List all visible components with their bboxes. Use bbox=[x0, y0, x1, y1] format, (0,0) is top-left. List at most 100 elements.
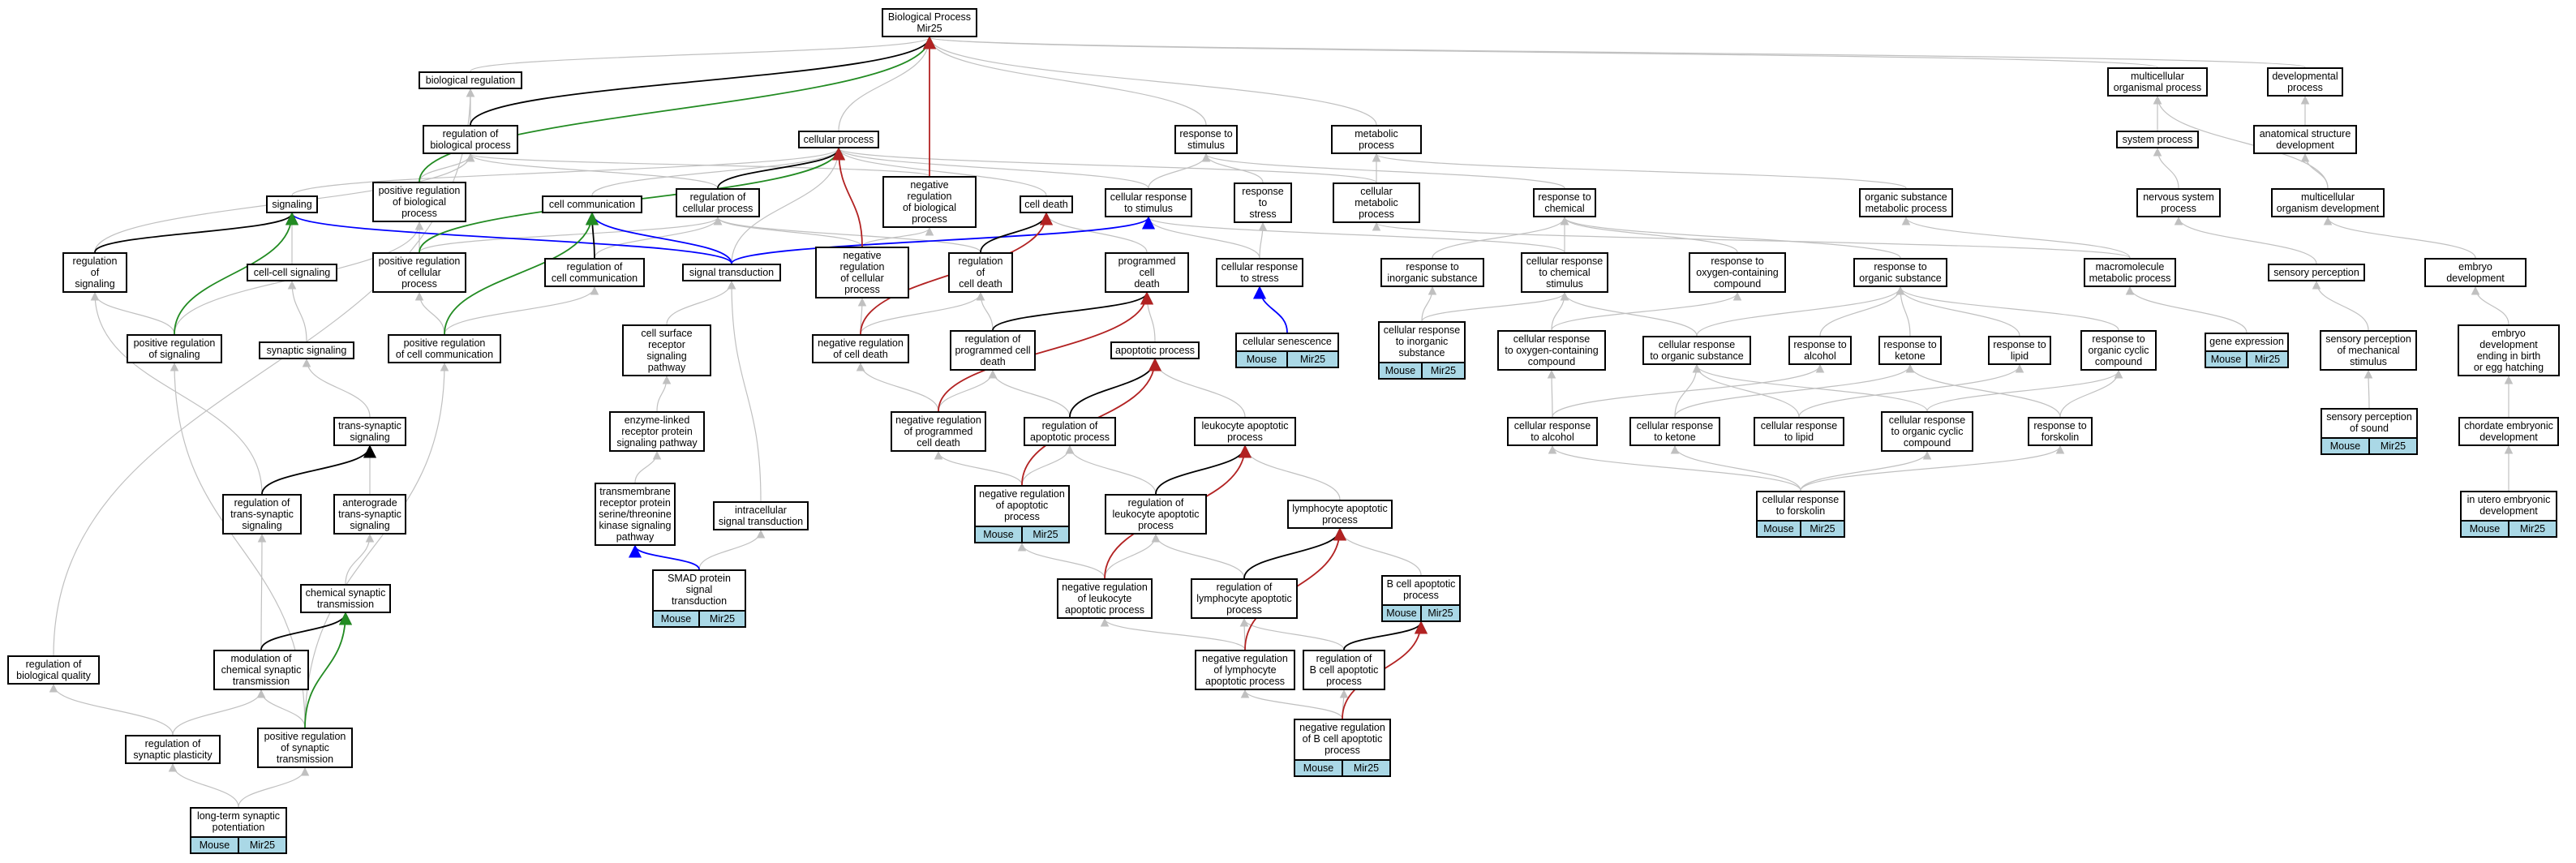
node-sysproc[interactable]: system process bbox=[2116, 131, 2199, 148]
node-cellcell[interactable]: cell-cell signaling bbox=[247, 264, 337, 281]
node-bioreg[interactable]: biological regulation bbox=[419, 71, 522, 89]
node-label-line: of cell death bbox=[833, 349, 888, 360]
node-embdev[interactable]: embryo development bbox=[2424, 258, 2527, 287]
node-apoptotic[interactable]: apoptotic process bbox=[1110, 341, 1200, 359]
node-synsig[interactable]: synaptic signaling bbox=[259, 341, 354, 359]
node-celldeath[interactable]: cell death bbox=[1020, 195, 1073, 213]
organism-cell: Mouse bbox=[2210, 354, 2242, 365]
node-sigtrans[interactable]: signal transduction bbox=[682, 264, 781, 281]
node-cellproc[interactable]: cellular process bbox=[798, 131, 879, 148]
node-metab[interactable]: metabolic process bbox=[1331, 125, 1422, 154]
node-label-line: cell communication bbox=[551, 273, 638, 284]
node-label-line: of signaling bbox=[148, 349, 200, 360]
node-label-line: process bbox=[1359, 208, 1394, 220]
node-sensperc[interactable]: sensory perception bbox=[2268, 264, 2365, 281]
node-label-line: programmed cell bbox=[955, 345, 1031, 356]
node-signaling[interactable]: signaling bbox=[266, 195, 318, 213]
node-label-line: regulation of bbox=[25, 659, 82, 670]
node-cellcomm[interactable]: cell communication bbox=[542, 195, 642, 213]
node-label-line: process bbox=[844, 284, 880, 295]
node-label-line: death bbox=[1134, 278, 1160, 290]
